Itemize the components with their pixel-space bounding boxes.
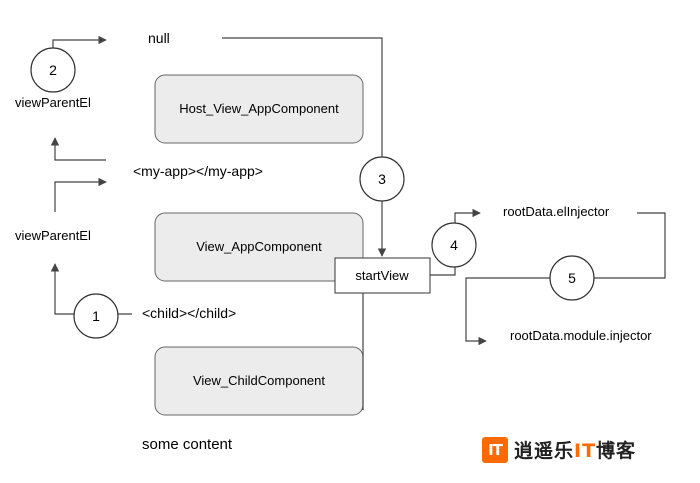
step-1-circle <box>73 293 119 339</box>
start-view-label: startView <box>355 268 409 283</box>
view-app-label: View_AppComponent <box>196 239 322 254</box>
null-label: null <box>148 30 170 46</box>
step-5-circle <box>549 255 595 301</box>
view-app-box <box>154 212 364 282</box>
watermark-logo: IT 逍遥乐IT博客 <box>482 436 636 463</box>
watermark-text-part2: 博客 <box>596 440 637 462</box>
host-view-box <box>154 74 364 144</box>
root-el-injector-label: rootData.elInjector <box>503 204 610 219</box>
step-1-number: 1 <box>92 308 100 324</box>
my-app-tag-label: <my-app></my-app> <box>133 163 263 179</box>
watermark-text-accent: IT <box>574 440 597 462</box>
step-3-circle <box>359 156 405 202</box>
step-5-number: 5 <box>568 270 576 286</box>
host-view-label: Host_View_AppComponent <box>179 101 339 116</box>
step-4-circle <box>431 222 477 268</box>
watermark-text-part1: 逍遥乐 <box>514 440 575 462</box>
it-logo-icon: IT <box>482 436 508 463</box>
step-4-number: 4 <box>450 237 458 253</box>
step-2-circle <box>30 47 76 93</box>
some-content-label: some content <box>142 436 233 453</box>
child-tag-label: <child></child> <box>142 305 236 321</box>
view-child-label: View_ChildComponent <box>193 373 325 388</box>
view-parent-el-top-label: viewParentEl <box>15 95 91 110</box>
arrow-to-view-parent-el-top <box>50 137 106 161</box>
root-module-injector-label: rootData.module.injector <box>510 328 652 343</box>
step-2-number: 2 <box>49 62 57 78</box>
view-parent-el-mid-label: viewParentEl <box>15 228 91 243</box>
watermark-text: 逍遥乐IT博客 <box>514 436 636 463</box>
step-3-number: 3 <box>378 171 386 187</box>
arrow-to-my-app <box>54 177 107 212</box>
